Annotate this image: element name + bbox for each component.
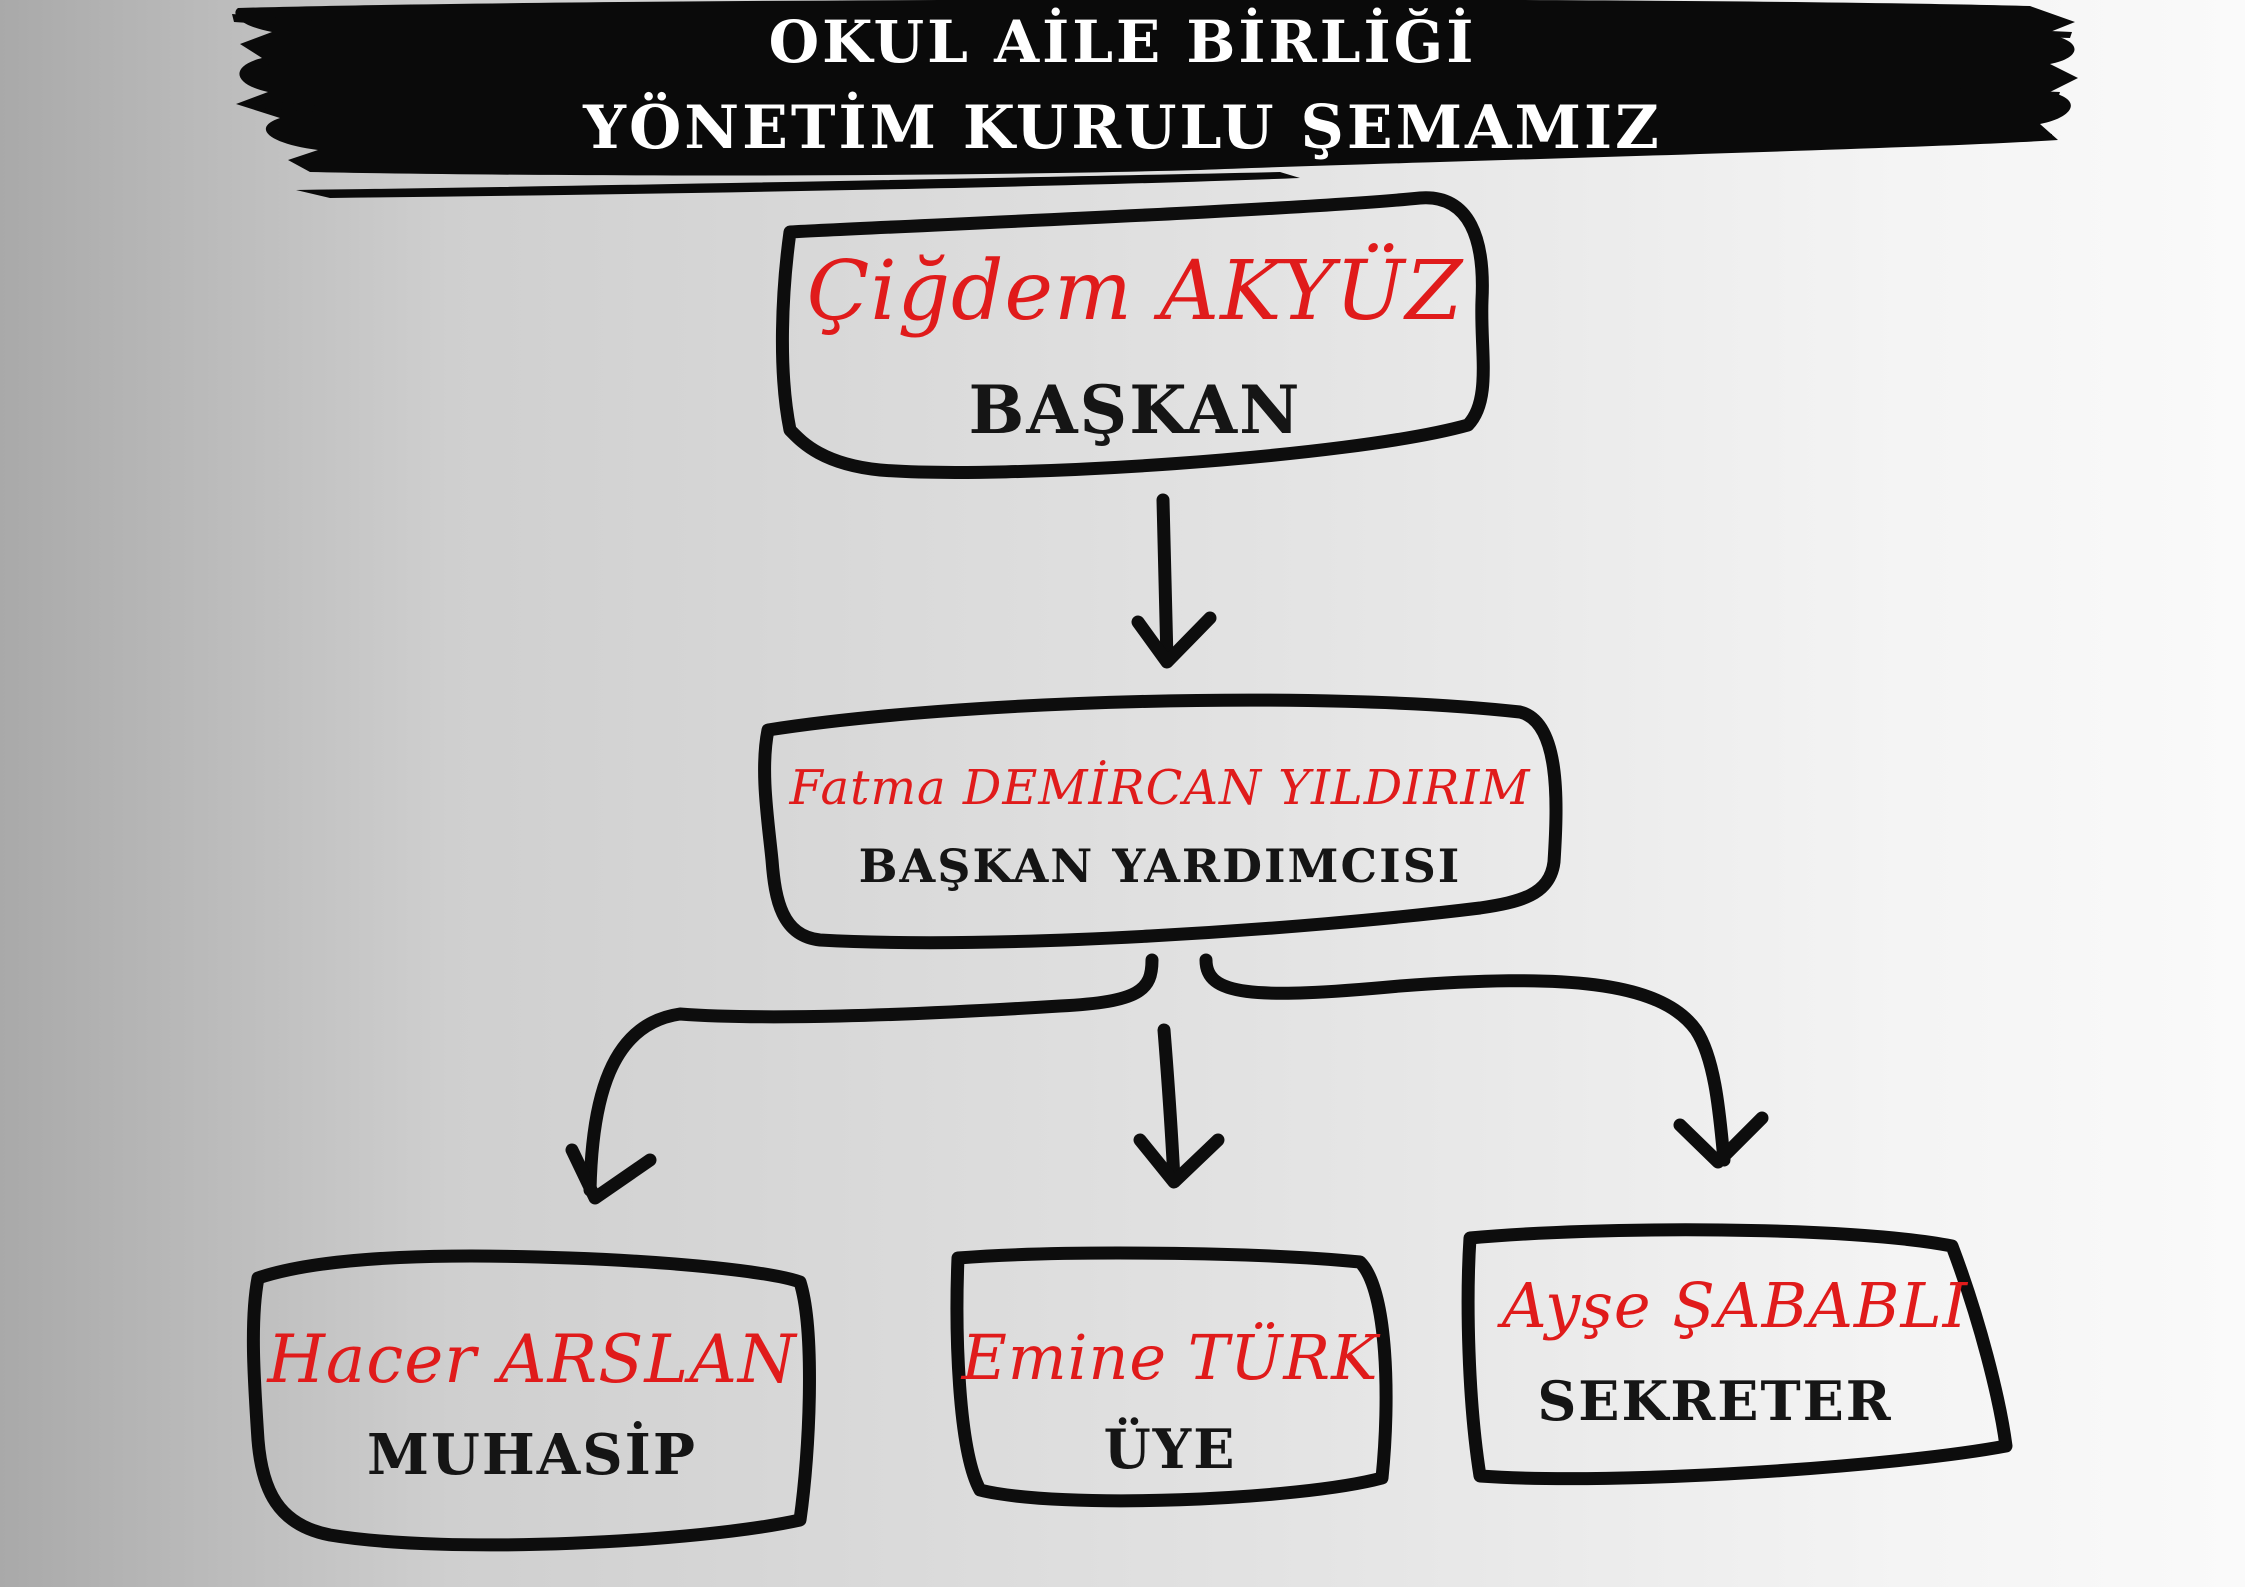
title-line-1: OKUL AİLE BİRLİĞİ	[768, 8, 1477, 76]
arrowhead-right	[1673, 1111, 1769, 1169]
title-banner	[232, 0, 2078, 198]
president-name: Çiğdem AKYÜZ	[806, 244, 1464, 339]
connector-left	[583, 953, 1159, 1197]
president-role: BAŞKAN	[968, 371, 1302, 449]
accountant-name: Hacer ARSLAN	[267, 1321, 797, 1398]
vice-president-box	[758, 693, 1563, 950]
member-name: Emine TÜRK	[961, 1321, 1379, 1394]
president-box	[775, 191, 1490, 479]
member-role: ÜYE	[1103, 1417, 1237, 1481]
accountant-box	[246, 1249, 816, 1552]
vice-president-role: BAŞKAN YARDIMCISI	[858, 839, 1462, 893]
secretary-name: Ayşe ŞABABLI	[1501, 1269, 1969, 1342]
arrowhead-center	[1133, 1133, 1225, 1189]
accountant-role: MUHASİP	[367, 1422, 697, 1488]
arrowhead-vice	[1131, 611, 1217, 669]
title-line-2: YÖNETİM KURULU ŞEMAMIZ	[583, 93, 1662, 163]
vice-president-name: Fatma DEMİRCAN YILDIRIM	[789, 760, 1531, 816]
connector-right	[1199, 953, 1731, 1167]
secretary-role: SEKRETER	[1537, 1369, 1893, 1433]
connector-center	[1157, 1023, 1181, 1187]
arrowhead-left	[565, 1143, 657, 1205]
secretary-box	[1461, 1223, 2013, 1486]
arrow-president-to-vice	[1156, 493, 1174, 667]
member-box	[950, 1246, 1393, 1508]
